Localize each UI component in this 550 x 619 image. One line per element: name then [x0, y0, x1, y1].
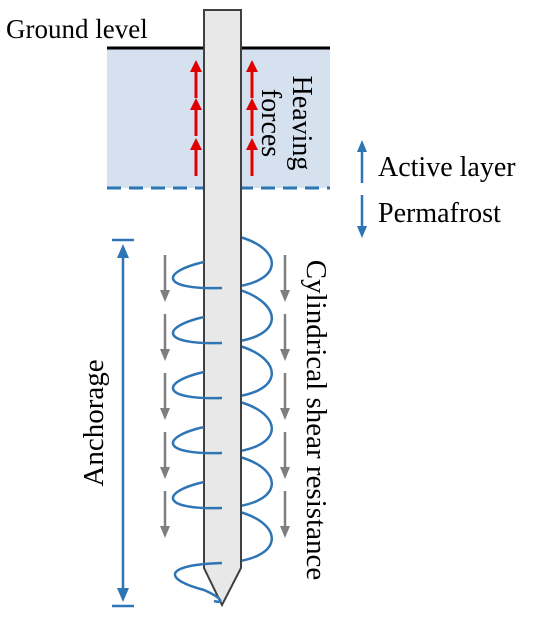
anchorage-dimension	[112, 238, 134, 608]
permafrost-arrow	[357, 195, 367, 238]
active-layer-arrow	[357, 140, 367, 183]
anchorage-label: Anchorage	[78, 359, 110, 486]
heaving-arrows-left	[190, 60, 202, 176]
heaving-arrows-right	[246, 60, 258, 176]
shear-arrows-right	[280, 255, 290, 538]
active-layer-label: Active layer	[378, 152, 516, 183]
helix-front	[171, 260, 223, 603]
permafrost-label: Permafrost	[378, 198, 501, 229]
ground-level-label: Ground level	[6, 14, 148, 44]
heaving-forces-label-line1: Heaving	[286, 76, 317, 171]
pile-shaft	[203, 9, 242, 608]
cylindrical-shear-resistance-label: Cylindrical shear resistance	[300, 260, 332, 581]
helix-back	[221, 235, 274, 565]
shear-arrows-left	[160, 255, 170, 538]
heaving-forces-label-line2: forces	[255, 89, 286, 157]
